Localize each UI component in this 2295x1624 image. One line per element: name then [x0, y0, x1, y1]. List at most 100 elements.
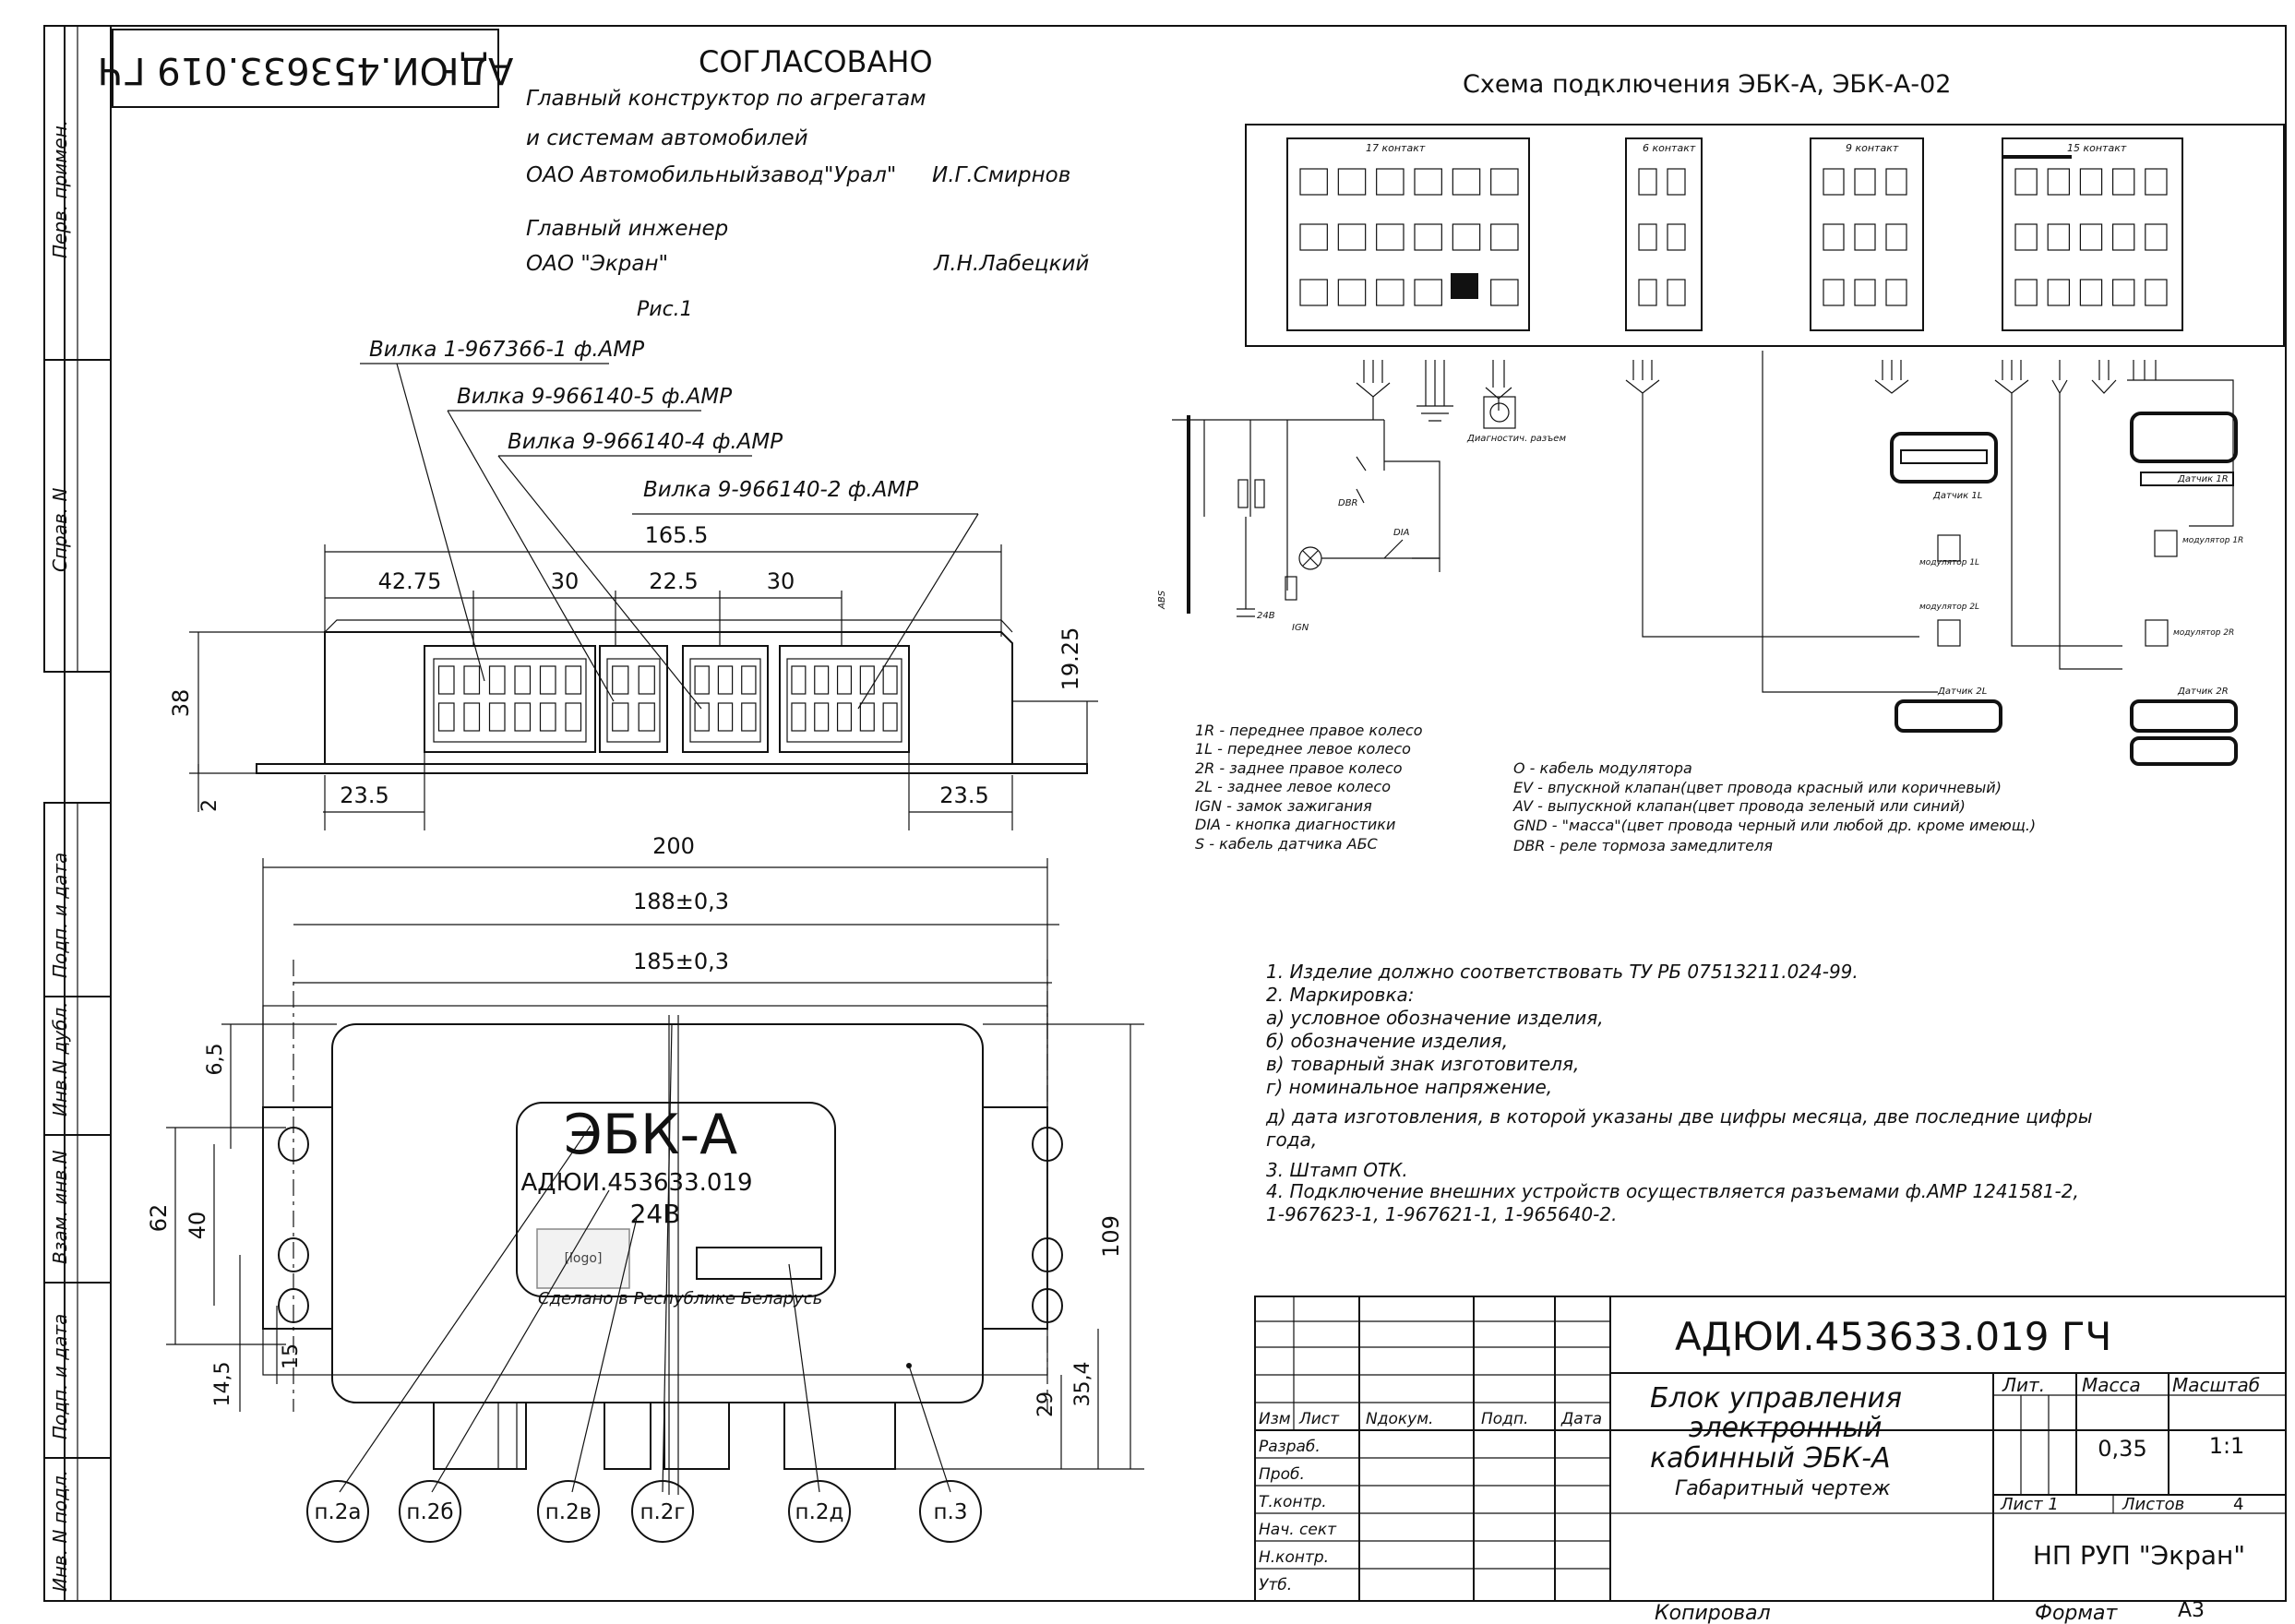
- schematic-pin: [1452, 168, 1481, 196]
- sch-dia-label: DIA: [1393, 528, 1410, 538]
- svg-text:модулятор 2L: модулятор 2L: [1919, 603, 1979, 612]
- schematic-pin: [1823, 223, 1845, 251]
- sch-ign-label: IGN: [1292, 623, 1309, 633]
- side-view-dimensions: 165.5 42.75 30 22.5 30 38 2 19.25 23.5 2…: [168, 522, 1098, 830]
- tb-sheets: Листов: [2122, 1495, 2184, 1514]
- svg-text:Датчик 1L: Датчик 1L: [1932, 491, 1982, 501]
- svg-text:модулятор 2R: модулятор 2R: [2173, 628, 2234, 638]
- svg-text:г) номинальное напряжен: г) номинальное напряжение,: [1266, 1076, 1552, 1098]
- schematic-pin: [1854, 279, 1876, 306]
- tb-doc-code: АДЮИ.453633.019 ГЧ: [1675, 1314, 2111, 1359]
- schematic-pin: [2112, 223, 2135, 251]
- schematic-pin: [2079, 223, 2103, 251]
- schematic-pin: [1885, 168, 1907, 196]
- dim-165: 165.5: [645, 522, 709, 548]
- connector-pin: [717, 665, 734, 695]
- svg-text:S - кабель датчика АБС: S - кабель датчика АБС: [1195, 835, 1379, 853]
- connector-block-17: [424, 645, 596, 753]
- schematic-pin: [1414, 279, 1442, 306]
- sch-conn-6-label: 6 контакт: [1643, 142, 1696, 154]
- plug-label-1: Вилка 1-967366-1 ф.АМР: [369, 338, 644, 362]
- connector-pin: [612, 665, 629, 695]
- front-view-dimensions: 200 188±0,3 185±0,3 62 40 6,5 14,5 15 10…: [146, 833, 1144, 1470]
- schematic-pin: [1337, 279, 1367, 306]
- dim-2: 2: [198, 799, 221, 812]
- schematic-pin: [1414, 223, 1442, 251]
- svg-text:AV - выпускной клапан(цвет про: AV - выпускной клапан(цвет провода зелен…: [1512, 797, 1966, 815]
- schematic-pin: [1414, 168, 1442, 196]
- connector-pin: [612, 702, 629, 732]
- dim-23-5-right: 23.5: [939, 782, 988, 808]
- connector-pin: [694, 665, 710, 695]
- schematic-pin: [1376, 279, 1404, 306]
- tb-sheet: Лист 1: [2000, 1495, 2059, 1514]
- dim-23-5-left: 23.5: [340, 782, 388, 808]
- dim-14-5: 14,5: [211, 1362, 234, 1407]
- svg-text:[logo]: [logo]: [565, 1251, 603, 1266]
- tb-sheets-count: 4: [2233, 1495, 2243, 1514]
- plug-labels: Вилка 1-967366-1 ф.АМР Вилка 9-966140-5 …: [360, 338, 979, 710]
- svg-text:д) дата изготовления,: д) дата изготовления, в которой указаны …: [1265, 1105, 2093, 1128]
- schematic-pin: [2145, 168, 2168, 196]
- stamp-sprav: Справ. N: [49, 488, 71, 572]
- schematic-pin: [2112, 279, 2135, 306]
- connector-pin: [717, 702, 734, 732]
- connector-pin: [791, 665, 807, 695]
- svg-text:1-967623-1, 1-967621-1,: 1-967623-1, 1-967621-1, 1-965640-2.: [1266, 1203, 1617, 1225]
- connector-pin: [814, 665, 830, 695]
- sch-filled-pin: [1451, 273, 1478, 299]
- connector-pin: [836, 665, 853, 695]
- connector-pin: [437, 665, 455, 695]
- legend-right: O - кабель модулятора EV - впускной клап…: [1512, 759, 2036, 854]
- dim-15: 15: [280, 1343, 303, 1369]
- svg-text:GND - "масса"(цвет провода чер: GND - "масса"(цвет провода черный или лю…: [1513, 817, 2036, 834]
- schematic-pin: [1638, 168, 1657, 196]
- manufacturer-logo: [logo]: [536, 1228, 630, 1289]
- tb-col-list: Лист: [1298, 1410, 1340, 1428]
- plate-voltage: 24В: [630, 1199, 681, 1229]
- svg-text:1L - переднее левое колесо: 1L - переднее левое колесо: [1195, 740, 1411, 758]
- svg-text:1R - переднее правое колесо: 1R - переднее правое колесо: [1195, 722, 1423, 739]
- svg-text:года,: года,: [1266, 1128, 1317, 1151]
- tb-mass-value: 0,35: [2098, 1436, 2146, 1462]
- connector-pin: [638, 665, 655, 695]
- approval-name2: Л.Н.Лабецкий: [933, 252, 1089, 276]
- connector-block-9: [682, 645, 769, 753]
- tb-col-izm: Изм: [1259, 1410, 1291, 1428]
- connector-pin: [859, 665, 875, 695]
- sensor-1l: Датчик 1L: [1890, 432, 1998, 501]
- connector-block-6: [599, 645, 668, 753]
- tb-row-utb: Утб.: [1259, 1576, 1292, 1594]
- connector-pin: [859, 702, 875, 732]
- callouts: п.2а п.2б п.2в п.2г п.2д п.3: [306, 1023, 982, 1543]
- tb-lit: Лит.: [2002, 1374, 2045, 1396]
- tb-row-prob: Проб.: [1259, 1465, 1305, 1484]
- sensor-2l: Датчик 2L: [1895, 687, 2002, 733]
- schematic-pin: [2047, 223, 2070, 251]
- connector-pin: [638, 702, 655, 732]
- plate-made-in: Сделано в Республике Беларусь: [538, 1289, 822, 1308]
- dim-19-25: 19.25: [1058, 627, 1083, 691]
- schematic-pin: [1490, 279, 1519, 306]
- schematic-pin: [2047, 168, 2070, 196]
- connector-pin: [514, 702, 532, 732]
- plate-name: ЭБК-А: [564, 1103, 737, 1167]
- tb-col-podp: Подп.: [1481, 1410, 1528, 1428]
- sensor-2r: Датчик 2R: [2130, 687, 2238, 766]
- svg-text:O - кабель модулятора: O - кабель модулятора: [1513, 759, 1692, 777]
- schematic-pin: [1299, 279, 1328, 306]
- schematic-pin: [1854, 223, 1876, 251]
- schematic-pin: [2014, 279, 2038, 306]
- stamp-inv-podl: Инв. N подл.: [49, 1470, 71, 1592]
- tb-row-tkontr: Т.контр.: [1259, 1493, 1327, 1511]
- schematic-pin: [1667, 279, 1686, 306]
- schematic-pin: [1638, 223, 1657, 251]
- dim-109: 109: [1098, 1215, 1124, 1258]
- svg-text:EV - впускной клапан(цвет пров: EV - впускной клапан(цвет провода красны…: [1513, 779, 2002, 796]
- schematic-pin: [2145, 279, 2168, 306]
- dim-38: 38: [168, 689, 194, 718]
- schematic-pin: [1299, 223, 1328, 251]
- svg-text:DIA - кнопка диагностики: DIA - кнопка диагностики: [1195, 816, 1395, 833]
- approval-line2: и системам автомобилей: [526, 126, 808, 150]
- connector-pin: [488, 665, 506, 695]
